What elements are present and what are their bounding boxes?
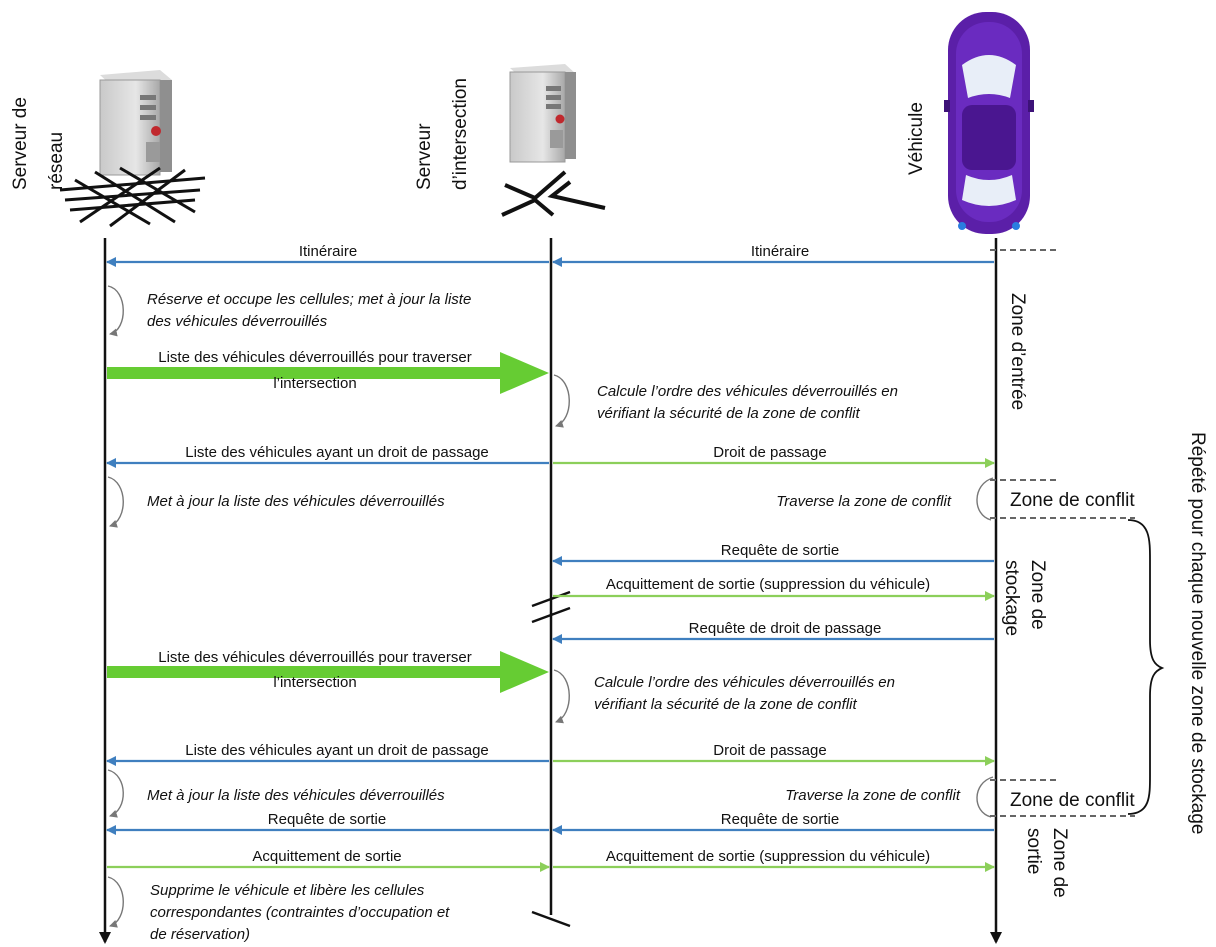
action-note: Traverse la zone de conflit (785, 787, 961, 804)
network-server-icon (99, 70, 172, 176)
zone-exit-label: Zone de sortie (1023, 828, 1070, 903)
lifeline-end-mark (531, 910, 571, 928)
self-loop-arrow (107, 285, 124, 337)
intersection-server-label: Serveur d’intersection (414, 78, 471, 190)
repeat-label: Répété pour chaque nouvelle zone de stoc… (1187, 432, 1208, 834)
zone-entry-label: Zone d’entrée (1007, 293, 1028, 410)
message-label: Requête de sortie (268, 811, 386, 828)
message-label: Requête de droit de passage (689, 620, 882, 637)
message-label: l’intersection (273, 674, 356, 691)
intersection-icon (501, 170, 606, 217)
lifeline-break-mark (531, 606, 571, 624)
message-label: Acquittement de sortie (suppression du v… (606, 576, 930, 593)
lifeline-break-mark (531, 590, 571, 608)
thick-message-arrowhead (500, 352, 549, 394)
thick-message-arrowhead (500, 651, 549, 693)
message-label: Liste des véhicules ayant un droit de pa… (185, 742, 489, 759)
self-loop-arrow (107, 476, 124, 528)
self-loop-arrow (976, 776, 994, 818)
message-label: Liste des véhicules déverrouillés pour t… (158, 349, 471, 366)
message-label: Liste des véhicules ayant un droit de pa… (185, 444, 489, 461)
message-label: Liste des véhicules déverrouillés pour t… (158, 649, 471, 666)
action-note: Réserve et occupe les cellules; met à jo… (147, 291, 476, 330)
zone-storage-label: Zone de stockage (1001, 560, 1048, 636)
self-loop-arrow (553, 374, 570, 428)
intersection-server-icon (509, 64, 576, 163)
thick-message-arrow (107, 666, 502, 678)
zone-conflict-label: Zone de conflit (1010, 790, 1135, 811)
action-note: Traverse la zone de conflit (776, 493, 952, 510)
self-loop-arrow (976, 477, 994, 521)
self-loop-arrow (107, 876, 124, 928)
message-label: Acquittement de sortie (suppression du v… (606, 848, 930, 865)
message-label: l’intersection (273, 375, 356, 392)
road-network-icon (59, 166, 206, 228)
message-label: Droit de passage (713, 444, 826, 461)
car-icon (944, 12, 1034, 234)
message-label: Requête de sortie (721, 811, 839, 828)
self-loop-arrow (553, 669, 570, 724)
action-note: Met à jour la liste des véhicules déverr… (147, 493, 445, 510)
message-label: Requête de sortie (721, 542, 839, 559)
vehicle-label: Véhicule (906, 102, 927, 175)
message-label: Itinéraire (299, 243, 357, 260)
action-note: Met à jour la liste des véhicules déverr… (147, 787, 445, 804)
action-note: Calcule l’ordre des véhicules déverrouil… (594, 674, 899, 713)
zone-conflict-label: Zone de conflit (1010, 490, 1135, 511)
thick-message-arrow (107, 367, 502, 379)
action-note: Supprime le véhicule et libère les cellu… (150, 882, 454, 943)
self-loop-arrow (107, 769, 124, 818)
message-label: Acquittement de sortie (252, 848, 401, 865)
network-server-label: Serveur de réseau (10, 92, 67, 190)
repeat-brace (1127, 519, 1165, 815)
action-note: Calcule l’ordre des véhicules déverrouil… (597, 383, 902, 422)
message-label: Droit de passage (713, 742, 826, 759)
message-label: Itinéraire (751, 243, 809, 260)
